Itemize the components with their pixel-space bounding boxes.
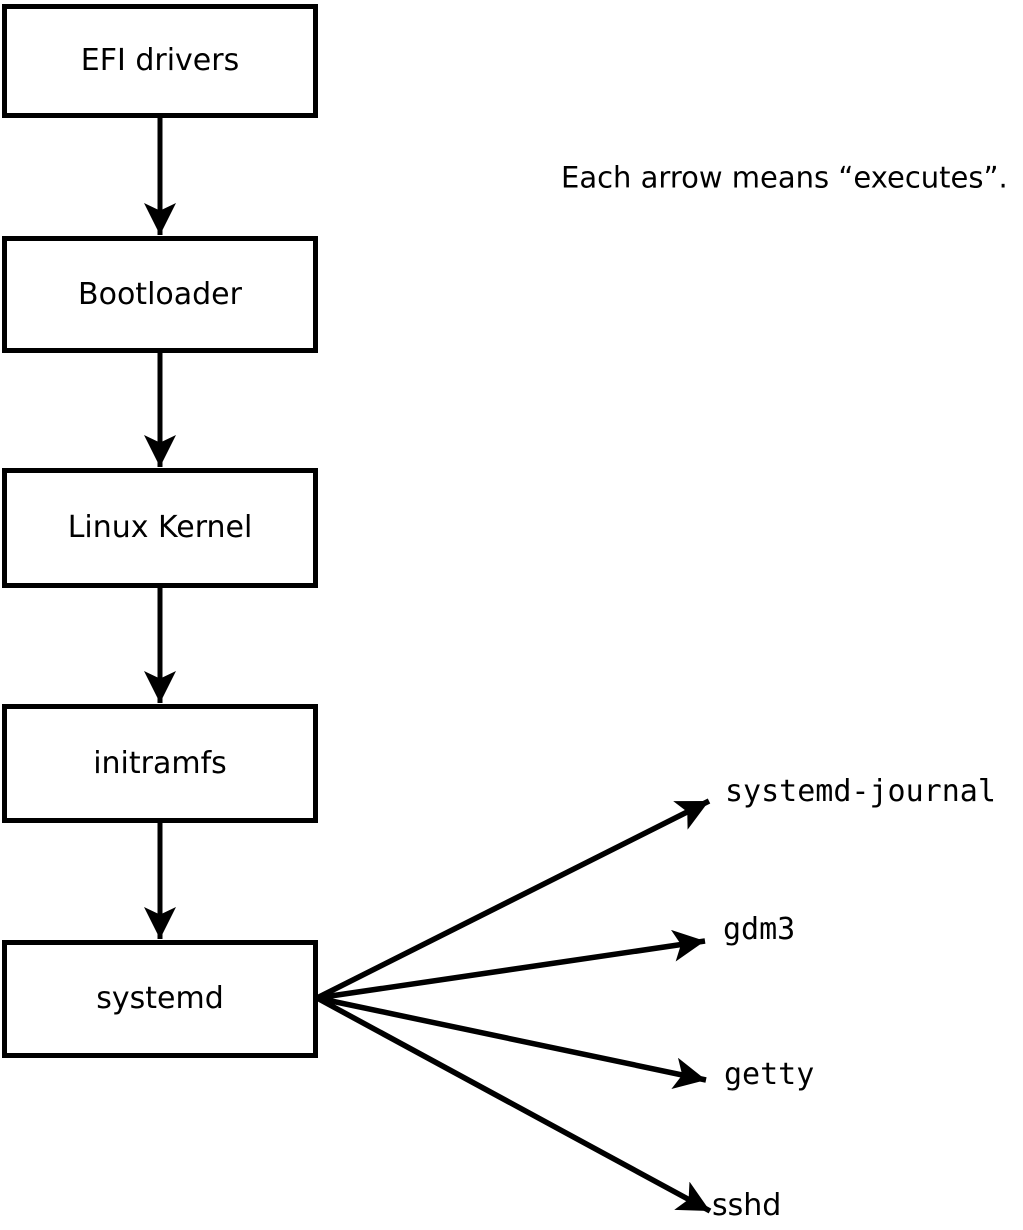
node-systemd-label: systemd: [96, 981, 224, 1016]
spawned-label-getty: getty: [724, 1057, 815, 1092]
node-linux-kernel-label: Linux Kernel: [67, 510, 253, 545]
node-initramfs-label: initramfs: [93, 745, 227, 781]
node-bootloader: Bootloader: [2, 236, 318, 353]
node-efi-drivers: EFI drivers: [2, 4, 318, 118]
node-bootloader-label: Bootloader: [78, 276, 242, 312]
arrow-systemd-to-journal: [315, 798, 711, 1001]
spawned-label-systemd-journal: systemd-journal: [725, 774, 996, 809]
arrow-systemd-to-getty: [316, 995, 707, 1090]
legend-note: Each arrow means “executes”.: [561, 160, 1008, 195]
node-linux-kernel: Linux Kernel: [2, 468, 318, 588]
spawned-label-sshd: sshd: [712, 1188, 782, 1223]
node-systemd: systemd: [2, 940, 318, 1058]
node-efi-drivers-label: EFI drivers: [80, 43, 240, 78]
arrow-systemd-to-sshd: [315, 995, 712, 1214]
arrow-systemd-to-gdm3: [316, 929, 706, 1001]
spawned-label-gdm3: gdm3: [723, 912, 796, 947]
node-initramfs: initramfs: [2, 704, 318, 823]
